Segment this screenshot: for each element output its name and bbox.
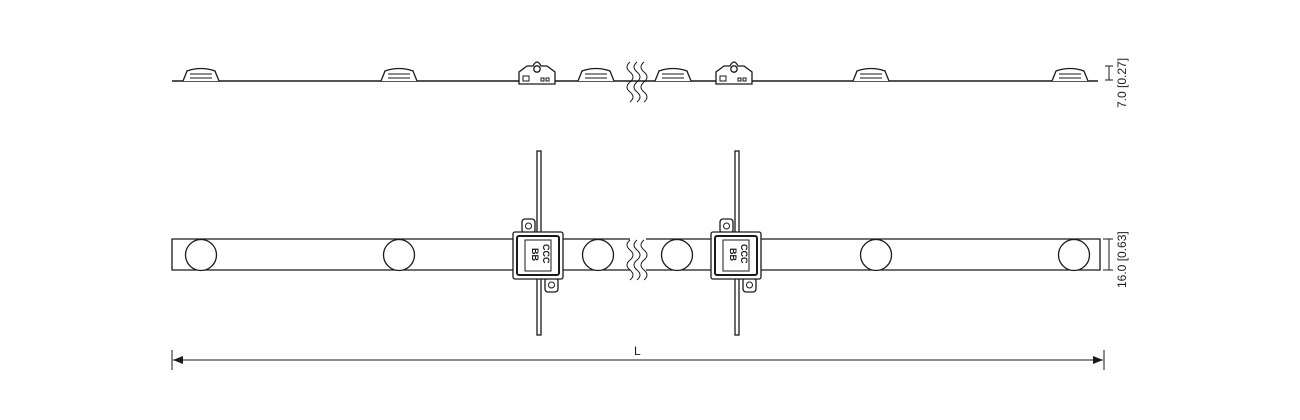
connector-label-upper: CCC <box>541 244 551 264</box>
connector-label-lower: BB <box>728 248 738 261</box>
side-led <box>1051 67 1089 82</box>
side-led <box>577 67 615 82</box>
top-connector-right: CCC BB <box>710 218 762 293</box>
top-led <box>660 238 694 272</box>
top-break-symbol <box>626 239 648 281</box>
top-led <box>581 238 615 272</box>
top-led <box>1057 238 1091 272</box>
side-led <box>852 67 890 82</box>
side-led <box>654 67 692 82</box>
connector-label-upper: CCC <box>739 244 749 264</box>
connector-label-lower: BB <box>530 248 540 261</box>
side-view <box>172 61 1098 103</box>
width-dimension: 16.0 [0.63] <box>1103 231 1129 288</box>
side-connector-clip <box>518 61 556 85</box>
top-led <box>184 238 218 272</box>
length-dimension: L <box>171 344 1105 370</box>
top-led <box>859 238 893 272</box>
height-dimension-label: 7.0 [0.27] <box>1115 58 1129 108</box>
side-connector-clip <box>715 61 753 85</box>
side-led <box>380 67 418 82</box>
top-led <box>382 238 416 272</box>
side-break-symbol <box>626 61 648 103</box>
width-dimension-label: 16.0 [0.63] <box>1115 231 1129 288</box>
top-view: CCC BB CCC BB <box>171 150 1101 336</box>
height-dimension: 7.0 [0.27] <box>1105 58 1129 108</box>
top-connector-left: CCC BB <box>512 218 564 293</box>
side-led <box>182 67 220 82</box>
length-dimension-label: L <box>634 344 641 358</box>
